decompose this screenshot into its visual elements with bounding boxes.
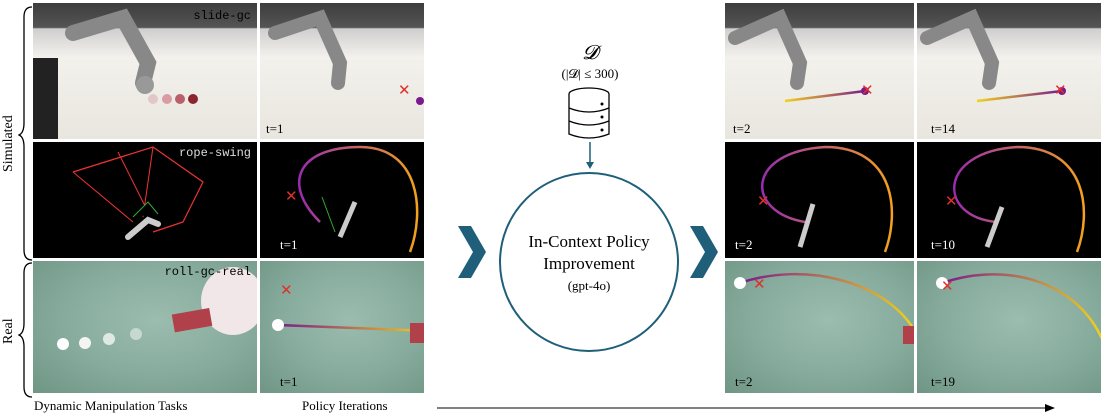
tile-slide-iter-2: ✕ t=2 — [724, 2, 915, 140]
tile-rope-iter-1: ✕ t=1 — [259, 141, 425, 259]
dataset-symbol: 𝓓 — [582, 42, 598, 64]
tile-rope-iter-2: ✕ t=2 — [724, 141, 915, 259]
iter-label: t=19 — [931, 374, 955, 389]
center-line-2: Improvement — [543, 254, 635, 273]
iter-label: t=2 — [733, 121, 751, 136]
target-x-icon: ✕ — [945, 192, 958, 210]
left-chevron-arrow-icon — [458, 226, 486, 283]
tile-rope-task: rope-swing — [32, 141, 258, 259]
tasks-caption: Dynamic Manipulation Tasks — [34, 398, 188, 413]
iter-label: t=1 — [280, 237, 298, 252]
tile-roll-iter-1: ✕ t=1 — [259, 260, 425, 394]
database-icon — [566, 86, 612, 147]
tile-slide-iter-final: ✕ t=14 — [916, 2, 1102, 140]
iter-label: t=1 — [266, 121, 284, 136]
iter-label: t=2 — [735, 374, 753, 389]
dataset-constraint: (|𝓓| ≤ 300) — [561, 66, 619, 81]
tile-roll-iter-final: ✕ t=19 — [916, 260, 1102, 394]
center-line-1: In-Context Policy — [528, 232, 650, 251]
row-braces — [18, 6, 33, 398]
iter-label: t=14 — [931, 121, 955, 136]
tile-slide-task: slide-gc — [32, 2, 258, 140]
target-x-icon: ✕ — [285, 187, 298, 205]
target-x-icon: ✕ — [280, 281, 293, 299]
policy-improvement-circle: In-Context Policy Improvement (gpt-4o) — [499, 172, 679, 352]
iterations-caption: Policy Iterations — [302, 398, 388, 413]
simulated-label: Simulated — [1, 115, 16, 172]
connector-arrow-icon — [586, 142, 594, 169]
right-chevron-arrow-icon — [690, 226, 718, 283]
target-x-icon: ✕ — [1054, 81, 1067, 99]
target-x-icon: ✕ — [757, 192, 770, 210]
target-x-icon: ✕ — [398, 81, 411, 99]
tile-rope-iter-final: ✕ t=10 — [916, 141, 1102, 259]
target-x-icon: ✕ — [753, 275, 766, 293]
tile-roll-task: roll-gc-real — [32, 260, 258, 394]
task-label-roll: roll-gc-real — [164, 265, 251, 279]
target-x-icon: ✕ — [941, 277, 954, 295]
task-label-rope: rope-swing — [178, 146, 251, 160]
iter-label: t=10 — [931, 237, 955, 252]
iterations-timeline-arrow-icon — [437, 404, 1055, 412]
tile-roll-iter-2: ✕ t=2 — [724, 260, 915, 394]
iter-label: t=1 — [280, 374, 298, 389]
real-label: Real — [1, 318, 16, 344]
center-model: (gpt-4o) — [567, 278, 611, 293]
iter-label: t=2 — [735, 237, 753, 252]
task-label-slide: slide-gc — [193, 9, 251, 23]
target-x-icon: ✕ — [861, 81, 874, 99]
tile-slide-iter-1: ✕ t=1 — [259, 2, 425, 140]
